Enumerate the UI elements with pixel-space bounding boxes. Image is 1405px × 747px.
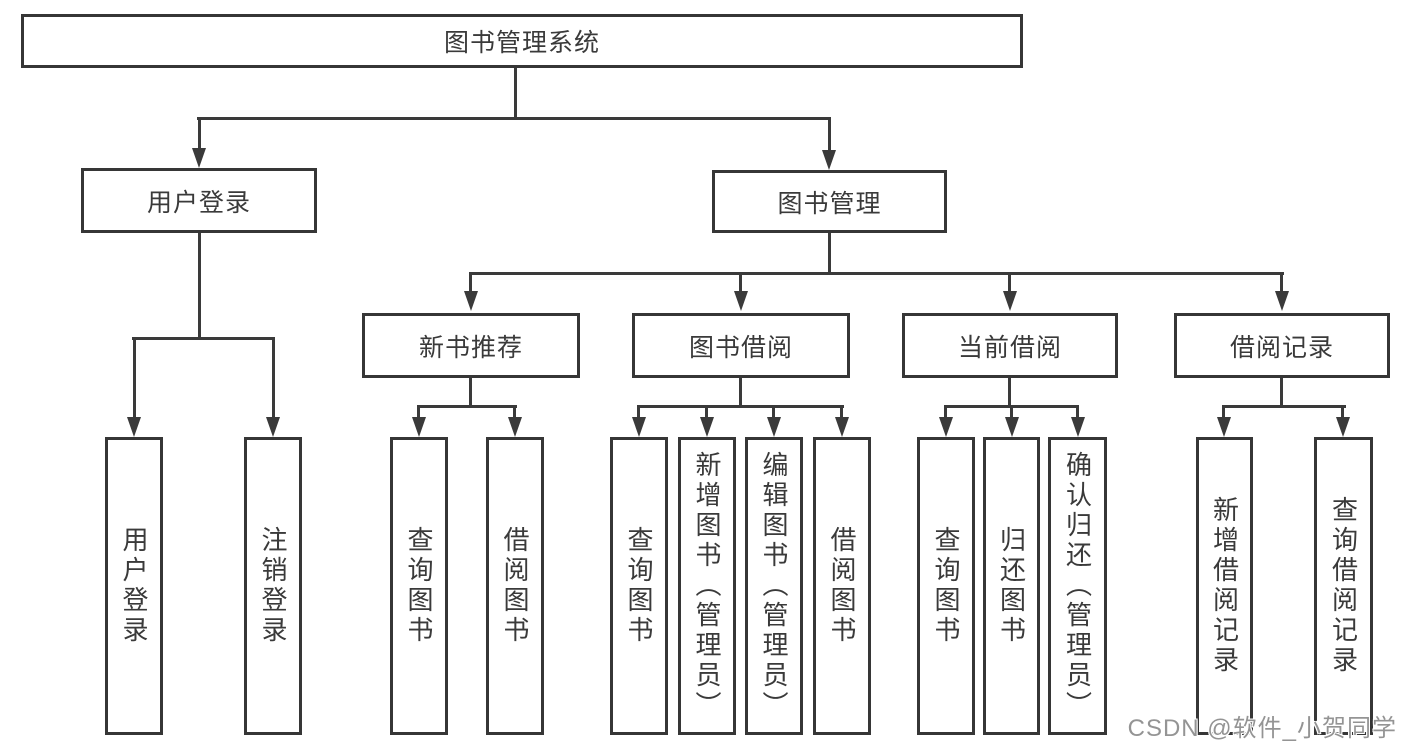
arrowhead-down-icon — [1071, 417, 1085, 437]
connector — [417, 405, 420, 419]
node-user-login: 用户登录 — [81, 168, 317, 233]
connector — [705, 405, 708, 419]
arrowhead-down-icon — [1005, 417, 1019, 437]
arrowhead-down-icon — [508, 417, 522, 437]
connector — [469, 272, 1284, 275]
leaf-records-add-record: 新增借阅记录 — [1196, 437, 1253, 735]
node-book-management: 图书管理 — [712, 170, 947, 233]
leaf-borrow-borrow-book: 借阅图书 — [813, 437, 871, 735]
leaf-newbooks-query-book: 查询图书 — [390, 437, 448, 735]
arrowhead-down-icon — [192, 148, 206, 168]
leaf-borrow-add-book-admin: 新增图书（管理员） — [678, 437, 736, 735]
connector — [637, 405, 844, 408]
connector — [469, 272, 472, 293]
arrowhead-down-icon — [464, 291, 478, 311]
leaf-user-login: 用户登录 — [105, 437, 163, 735]
arrowhead-down-icon — [939, 417, 953, 437]
leaf-borrow-edit-book-admin: 编辑图书（管理员） — [745, 437, 803, 735]
connector — [133, 337, 136, 419]
connector — [1280, 378, 1283, 408]
arrowhead-down-icon — [412, 417, 426, 437]
connector — [1222, 405, 1346, 408]
connector — [198, 233, 201, 340]
arrowhead-down-icon — [1275, 291, 1289, 311]
node-new-book-recommend: 新书推荐 — [362, 313, 580, 378]
connector — [1222, 405, 1225, 419]
node-borrow-records: 借阅记录 — [1174, 313, 1390, 378]
connector — [828, 233, 831, 275]
leaf-current-query-book: 查询图书 — [917, 437, 975, 735]
connector — [272, 337, 275, 419]
arrowhead-down-icon — [1217, 417, 1231, 437]
connector — [739, 378, 742, 408]
connector — [1341, 405, 1344, 419]
node-current-borrow: 当前借阅 — [902, 313, 1118, 378]
arrowhead-down-icon — [632, 417, 646, 437]
arrowhead-down-icon — [734, 291, 748, 311]
arrowhead-down-icon — [1336, 417, 1350, 437]
arrowhead-down-icon — [266, 417, 280, 437]
leaf-logout: 注销登录 — [244, 437, 302, 735]
connector — [514, 68, 517, 120]
connector — [469, 378, 472, 408]
connector — [637, 405, 640, 419]
arrowhead-down-icon — [1003, 291, 1017, 311]
connector — [197, 117, 831, 120]
arrowhead-down-icon — [700, 417, 714, 437]
csdn-watermark: CSDN @软件_小贺同学 — [1127, 715, 1397, 742]
leaf-records-query-record: 查询借阅记录 — [1314, 437, 1373, 735]
node-book-borrow: 图书借阅 — [632, 313, 850, 378]
leaf-current-confirm-return-admin: 确认归还（管理员） — [1048, 437, 1107, 735]
connector — [1076, 405, 1079, 419]
leaf-borrow-query-book: 查询图书 — [610, 437, 668, 735]
connector — [1010, 405, 1013, 419]
connector — [513, 405, 516, 419]
connector — [198, 117, 201, 150]
connector — [944, 405, 947, 419]
connector — [1280, 272, 1283, 293]
connector — [772, 405, 775, 419]
connector — [739, 272, 742, 293]
arrowhead-down-icon — [835, 417, 849, 437]
leaf-current-return-book: 归还图书 — [983, 437, 1040, 735]
node-library-system: 图书管理系统 — [21, 14, 1023, 68]
arrowhead-down-icon — [767, 417, 781, 437]
connector — [1008, 272, 1011, 293]
connector — [840, 405, 843, 419]
connector — [417, 405, 517, 408]
connector — [1008, 378, 1011, 408]
arrowhead-down-icon — [822, 150, 836, 170]
connector — [828, 117, 831, 152]
connector — [132, 337, 275, 340]
arrowhead-down-icon — [127, 417, 141, 437]
leaf-newbooks-borrow-book: 借阅图书 — [486, 437, 544, 735]
